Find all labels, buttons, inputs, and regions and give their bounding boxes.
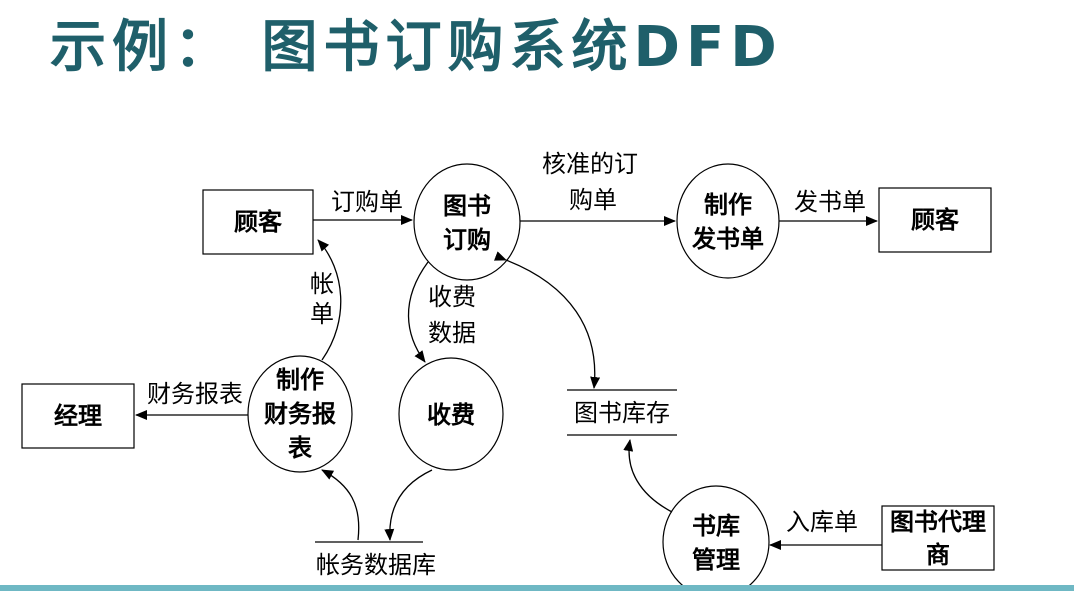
process-finance-report-label-2: 财务报 bbox=[264, 400, 336, 428]
process-charge: 收费 bbox=[398, 357, 504, 471]
store-accounts: 帐务数据库 bbox=[315, 541, 436, 589]
process-finance-report-label-3: 表 bbox=[288, 434, 313, 462]
flow-finance-report: 财务报表 bbox=[135, 381, 248, 420]
flow-approved-order: 核准的订 购单 bbox=[520, 151, 676, 226]
entity-customer-right-label: 顾客 bbox=[911, 206, 960, 234]
entity-customer-left-label: 顾客 bbox=[234, 208, 283, 236]
flow-charge-accounts bbox=[384, 469, 433, 541]
flow-order-form: 订购单 bbox=[313, 189, 413, 225]
process-make-shipping: 制作 发书单 bbox=[676, 163, 780, 279]
entity-agent-label-1: 图书代理 bbox=[890, 508, 986, 536]
flow-approved-order-label-2: 购单 bbox=[569, 187, 617, 214]
process-warehouse-label-2: 管理 bbox=[692, 546, 740, 574]
flow-accounts-finance bbox=[321, 469, 360, 541]
process-charge-label: 收费 bbox=[427, 401, 475, 429]
process-make-shipping-label-1: 制作 bbox=[704, 191, 752, 219]
store-inventory: 图书库存 bbox=[567, 389, 677, 436]
flow-finance-report-label: 财务报表 bbox=[147, 381, 243, 408]
flow-order-form-label: 订购单 bbox=[331, 189, 403, 216]
flow-fee-data-label-2: 数据 bbox=[428, 320, 476, 347]
page-title: 示例： 图书订购系统DFD bbox=[50, 15, 783, 80]
entity-agent: 图书代理 商 bbox=[881, 505, 995, 571]
flow-stock-in-label: 入库单 bbox=[786, 509, 858, 536]
flow-shipping-note-label: 发书单 bbox=[794, 189, 866, 216]
process-book-order-label-2: 订购 bbox=[443, 226, 491, 254]
flow-approved-order-label-1: 核准的订 bbox=[542, 151, 638, 178]
flow-shipping-note: 发书单 bbox=[779, 189, 878, 226]
process-warehouse-label-1: 书库 bbox=[692, 512, 740, 540]
flow-bill-label-1: 帐 bbox=[310, 271, 334, 298]
flow-order-inventory bbox=[493, 251, 601, 389]
process-book-order: 图书 订购 bbox=[413, 163, 521, 281]
flow-fee-data: 收费 数据 bbox=[407, 261, 476, 363]
process-finance-report: 制作 财务报 表 bbox=[247, 355, 353, 473]
store-accounts-label: 帐务数据库 bbox=[316, 552, 436, 579]
process-warehouse: 书库 管理 bbox=[662, 485, 770, 591]
entity-customer-right: 顾客 bbox=[878, 187, 992, 253]
flow-stock-in: 入库单 bbox=[769, 509, 882, 550]
flow-warehouse-inventory bbox=[623, 439, 673, 513]
entity-agent-label-2: 商 bbox=[926, 541, 950, 569]
entity-manager-label: 经理 bbox=[54, 402, 102, 430]
store-inventory-label: 图书库存 bbox=[574, 400, 670, 427]
process-finance-report-label-1: 制作 bbox=[276, 366, 324, 394]
flow-bill: 帐 单 bbox=[310, 239, 342, 361]
flow-fee-data-label-1: 收费 bbox=[428, 284, 476, 311]
entity-customer-left: 顾客 bbox=[202, 189, 314, 255]
process-book-order-label-1: 图书 bbox=[443, 192, 491, 220]
flow-bill-label-2: 单 bbox=[310, 301, 334, 328]
entity-manager: 经理 bbox=[21, 383, 135, 449]
accent-bar bbox=[0, 585, 1074, 591]
process-make-shipping-label-2: 发书单 bbox=[691, 225, 764, 253]
